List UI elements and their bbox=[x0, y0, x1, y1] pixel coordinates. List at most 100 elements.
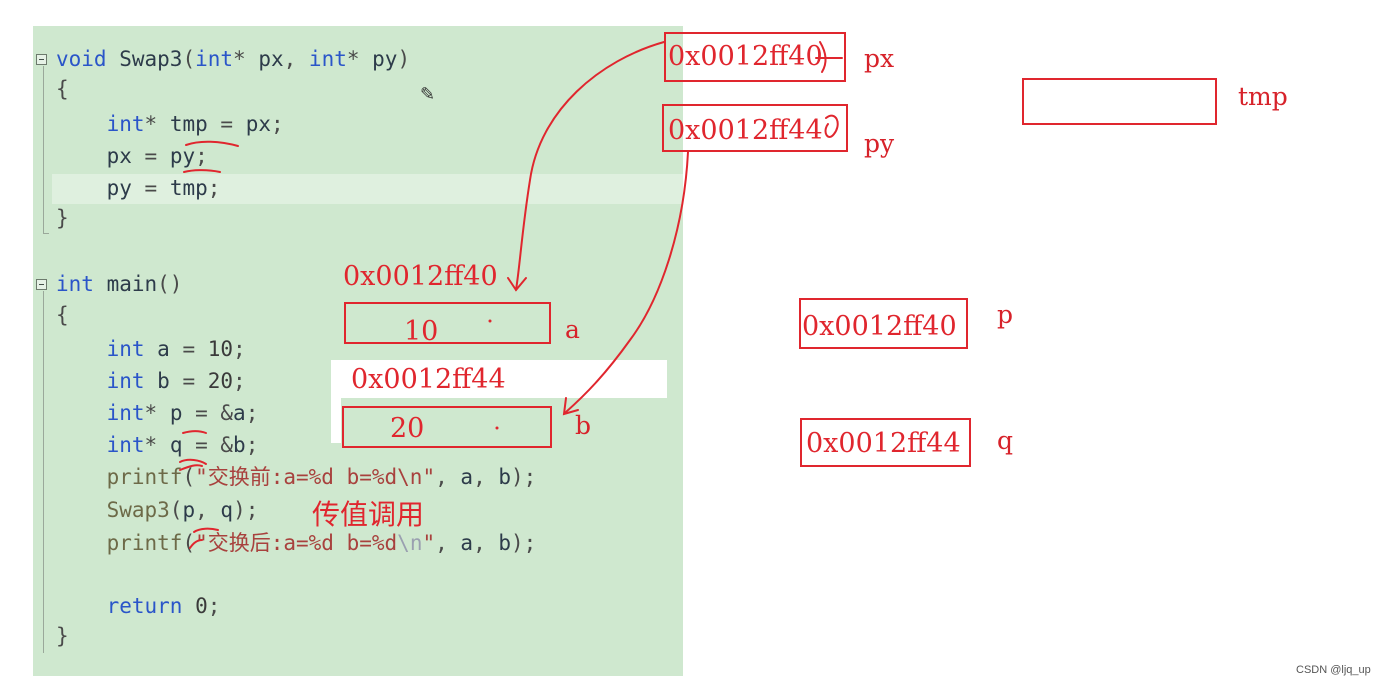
code-token: int bbox=[308, 47, 347, 71]
code-token: b bbox=[498, 465, 512, 489]
code-token: 10 bbox=[207, 337, 234, 361]
underline-swap3-p bbox=[193, 527, 219, 533]
code-token: ; bbox=[207, 176, 221, 200]
code-token: , bbox=[473, 465, 499, 489]
code-line[interactable]: { bbox=[56, 300, 69, 330]
code-line[interactable]: py = tmp; bbox=[56, 173, 221, 203]
code-token: Swap3 bbox=[106, 498, 170, 522]
code-token: int bbox=[106, 401, 145, 425]
code-token: void bbox=[56, 47, 107, 71]
code-token: ; bbox=[245, 433, 259, 457]
py-scribble bbox=[824, 114, 839, 138]
code-token: , bbox=[473, 531, 499, 555]
px-scribble bbox=[815, 41, 843, 73]
code-token: p bbox=[182, 498, 196, 522]
code-token: * bbox=[144, 433, 170, 457]
p-label: p bbox=[997, 300, 1014, 329]
fold-toggle-swap3[interactable] bbox=[36, 54, 47, 65]
p-box bbox=[799, 298, 968, 349]
px-label: px bbox=[864, 44, 895, 73]
fold-guide-swap3 bbox=[43, 66, 44, 234]
code-token: main bbox=[93, 272, 158, 296]
code-token: ( bbox=[182, 531, 196, 555]
a-address: 0x0012ff40 bbox=[343, 261, 498, 292]
code-token: ; bbox=[207, 594, 221, 618]
code-token: ; bbox=[233, 337, 246, 361]
code-line[interactable]: int* tmp = px; bbox=[56, 109, 284, 139]
code-token: int bbox=[195, 47, 234, 71]
fold-guide-main bbox=[43, 291, 44, 653]
code-token: p bbox=[169, 401, 183, 425]
code-line[interactable]: int main() bbox=[56, 269, 182, 299]
code-line[interactable]: { bbox=[56, 74, 69, 104]
code-token: { bbox=[56, 77, 69, 101]
code-line[interactable]: int* p = &a; bbox=[56, 398, 259, 428]
a-box bbox=[344, 302, 551, 344]
b-value: 20 bbox=[390, 413, 425, 444]
code-token: ( bbox=[182, 465, 196, 489]
underline-py bbox=[183, 169, 221, 173]
code-token: py bbox=[169, 144, 196, 168]
arrow-py-to-b-head bbox=[562, 397, 579, 416]
arrow-px-to-a bbox=[515, 41, 665, 291]
code-token: ( bbox=[169, 498, 183, 522]
code-token: * bbox=[346, 47, 373, 71]
underline-tmp bbox=[185, 140, 239, 147]
code-token: px bbox=[245, 112, 271, 136]
code-token: 20 bbox=[207, 369, 234, 393]
code-token: \n bbox=[397, 531, 423, 555]
code-line[interactable]: printf("交换前:a=%d b=%d\n", a, b); bbox=[56, 462, 537, 492]
code-line[interactable]: px = py; bbox=[56, 141, 208, 171]
code-token: ) bbox=[397, 47, 411, 71]
fold-toggle-main[interactable] bbox=[36, 279, 47, 290]
code-token: = bbox=[207, 112, 246, 136]
code-line[interactable]: return 0; bbox=[56, 591, 221, 621]
code-token: , bbox=[283, 47, 309, 71]
code-token: b bbox=[144, 369, 170, 393]
code-token: q bbox=[220, 498, 234, 522]
code-token: tmp bbox=[169, 112, 208, 136]
fold-guide-swap3-end bbox=[43, 233, 49, 234]
code-line[interactable]: printf("交换后:a=%d b=%d\n", a, b); bbox=[56, 528, 537, 558]
code-token: Swap3 bbox=[106, 47, 183, 71]
code-token: int bbox=[106, 433, 145, 457]
code-editor-panel bbox=[33, 26, 683, 676]
code-line[interactable]: Swap3(p, q); bbox=[56, 495, 259, 525]
code-line[interactable]: } bbox=[56, 203, 69, 233]
current-line-highlight bbox=[52, 174, 683, 204]
code-token: * bbox=[144, 401, 170, 425]
b-box-dot bbox=[495, 426, 499, 430]
code-token: ; bbox=[233, 369, 246, 393]
code-token: = bbox=[169, 337, 208, 361]
q-label: q bbox=[997, 426, 1014, 455]
code-token: tmp bbox=[169, 176, 208, 200]
code-token: q bbox=[169, 433, 183, 457]
code-line[interactable]: int* q = &b; bbox=[56, 430, 259, 460]
code-token: ); bbox=[233, 498, 259, 522]
code-line[interactable]: void Swap3(int* px, int* py) bbox=[56, 44, 410, 74]
code-token: b bbox=[233, 433, 246, 457]
tmp-label: tmp bbox=[1238, 82, 1288, 111]
a-box-dot bbox=[488, 319, 492, 323]
code-token: b bbox=[498, 531, 512, 555]
code-token: printf bbox=[106, 531, 183, 555]
code-token: px bbox=[106, 144, 132, 168]
code-line[interactable]: } bbox=[56, 621, 69, 651]
a-value: 10 bbox=[404, 316, 439, 347]
call-by-value-note: 传值调用 bbox=[312, 498, 425, 531]
code-token: int bbox=[56, 272, 94, 296]
code-token: = & bbox=[182, 433, 234, 457]
code-token: printf bbox=[106, 465, 183, 489]
code-token: { bbox=[56, 303, 69, 327]
code-line[interactable]: int b = 20; bbox=[56, 366, 246, 396]
px-value: 0x0012ff40 bbox=[668, 41, 823, 72]
code-token: * bbox=[144, 112, 170, 136]
code-line[interactable]: int a = 10; bbox=[56, 334, 246, 364]
q-box bbox=[800, 418, 971, 467]
code-token: ; bbox=[195, 144, 208, 168]
code-token: , bbox=[435, 531, 461, 555]
code-token: "交换后:a=%d b=%d bbox=[195, 531, 398, 555]
watermark: CSDN @ljq_up bbox=[1296, 664, 1371, 676]
code-token: " bbox=[422, 531, 436, 555]
py-label: py bbox=[864, 129, 895, 158]
